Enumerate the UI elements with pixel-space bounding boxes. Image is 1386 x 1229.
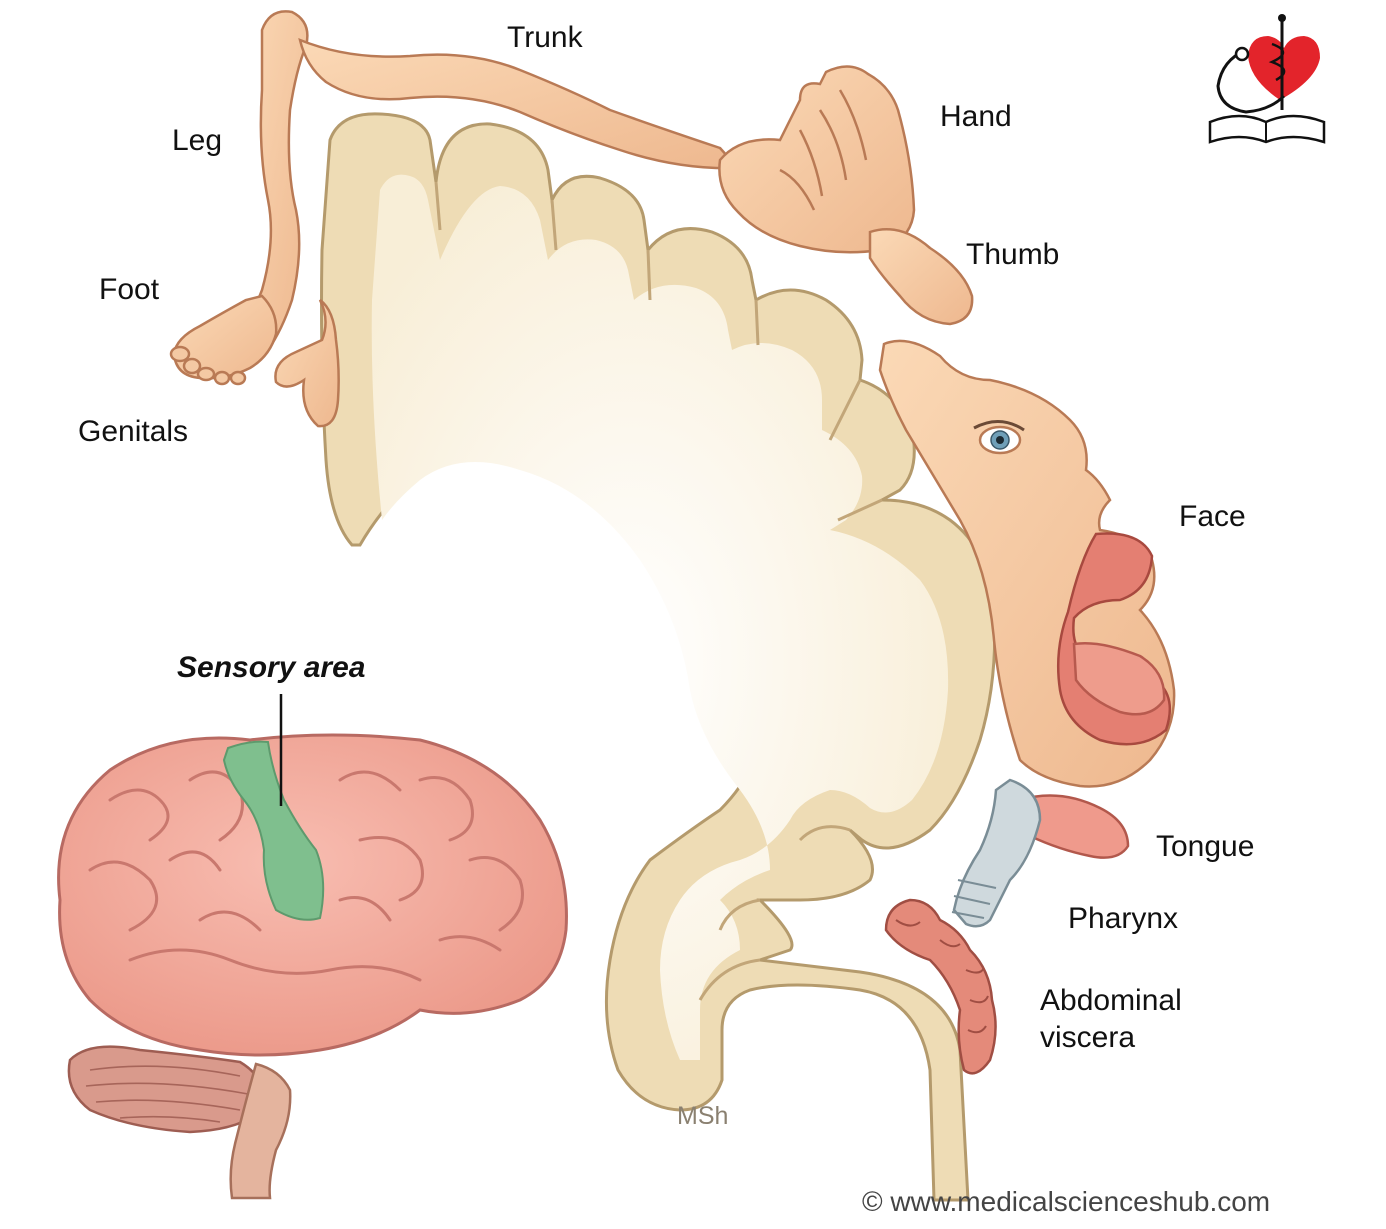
intestine-folds xyxy=(895,919,989,1034)
genitals-drawing xyxy=(274,298,340,428)
homunculus xyxy=(169,10,1176,1075)
copyright-notice: © www.medicalscienceshub.com xyxy=(862,1186,1271,1217)
cerebellum xyxy=(67,1045,265,1134)
toes xyxy=(169,345,247,386)
cerebellum-folia xyxy=(85,1065,249,1123)
label-thumb: Thumb xyxy=(966,238,1060,271)
stethoscope-icon xyxy=(1216,48,1286,114)
label-viscera: viscera xyxy=(1040,1021,1136,1054)
mouth-tongue xyxy=(1072,641,1166,716)
leg-drawing xyxy=(238,10,309,352)
artist-signature: MSh xyxy=(677,1102,729,1130)
label-trunk: Trunk xyxy=(507,21,583,54)
trachea-rings xyxy=(951,879,997,919)
brain-lateral-view xyxy=(57,694,568,1200)
label-face: Face xyxy=(1179,500,1246,533)
label-foot: Foot xyxy=(99,273,160,306)
eye xyxy=(973,420,1025,455)
label-abdominal: Abdominal xyxy=(1040,984,1182,1017)
label-pharynx: Pharynx xyxy=(1068,902,1179,935)
thumb-drawing xyxy=(868,228,974,326)
label-leg: Leg xyxy=(172,124,223,157)
finger-lines xyxy=(779,89,868,211)
hand-drawing xyxy=(718,65,916,254)
pharynx-drawing xyxy=(952,778,1042,928)
open-book-icon xyxy=(1208,114,1326,144)
label-tongue: Tongue xyxy=(1156,830,1255,863)
sensory-area-highlight xyxy=(222,740,325,921)
cortex-folds xyxy=(434,181,883,1001)
medical-logo xyxy=(1208,14,1326,144)
brain-gyri xyxy=(88,770,524,982)
label-sensory-area: Sensory area xyxy=(177,651,366,684)
brainstem xyxy=(229,1062,292,1200)
label-hand: Hand xyxy=(940,100,1012,133)
cortex-section xyxy=(320,112,997,1202)
label-genitals: Genitals xyxy=(78,415,189,448)
trunk-drawing xyxy=(298,37,741,170)
cortex-white-matter xyxy=(371,174,949,1061)
